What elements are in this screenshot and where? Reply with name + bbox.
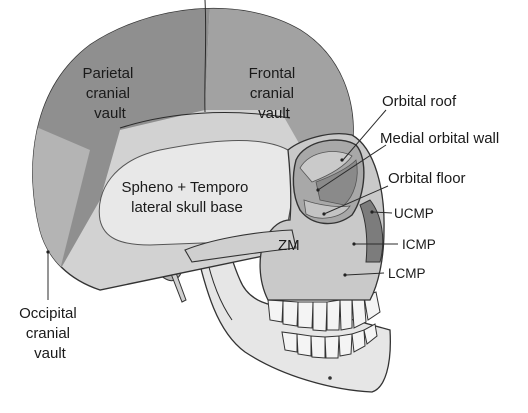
ucmp-label: UCMP bbox=[394, 206, 434, 221]
icmp-label: ICMP bbox=[402, 237, 436, 252]
occipital-label: Occipital cranial vault bbox=[19, 305, 81, 362]
zm-label: ZM bbox=[278, 237, 300, 254]
orbital-roof-label: Orbital roof bbox=[382, 93, 457, 110]
orbital-floor-label: Orbital floor bbox=[388, 170, 466, 187]
lcmp-label: LCMP bbox=[388, 266, 426, 281]
medial-orbital-wall-label: Medial orbital wall bbox=[380, 130, 499, 147]
